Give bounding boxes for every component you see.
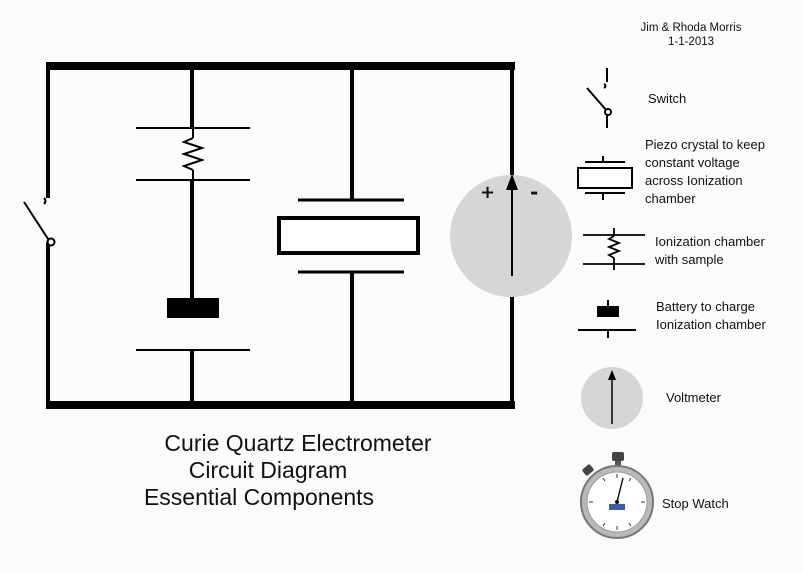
piezo-crystal-icon — [577, 156, 633, 200]
battery-icon — [578, 300, 636, 338]
circuit-piezo-crystal — [277, 66, 420, 405]
switch-icon — [586, 68, 612, 128]
legend-label-piezo-crystal: Piezo crystal to keep constant voltage a… — [645, 137, 765, 206]
meter-minus-sign: - — [530, 180, 539, 204]
author-name: Jim & Rhoda Morris — [640, 22, 742, 34]
ionization-chamber-icon — [583, 228, 645, 270]
legend-label-switch: Switch — [648, 91, 687, 106]
meter-plus-sign: + — [480, 182, 496, 203]
stopwatch-icon — [580, 452, 654, 539]
legend-label-battery: Battery to charge Ionization chamber — [656, 299, 766, 332]
legend-label-ionization-chamber: Ionization chamber with sample — [655, 234, 765, 267]
circuit-voltmeter — [450, 174, 572, 297]
diagram-caption: Curie Quartz Electrometer Circuit Diagra… — [118, 430, 478, 511]
circuit-switch — [23, 197, 56, 247]
author-date: 1-1-2013 — [667, 36, 715, 48]
voltmeter-icon — [581, 367, 643, 429]
caption-line-1: Curie Quartz Electrometer — [164, 430, 432, 456]
author-block: Jim & Rhoda Morris 1-1-2013 — [606, 21, 776, 49]
caption-line-3: Essential Components — [143, 484, 375, 510]
legend-label-stopwatch: Stop Watch — [662, 496, 729, 511]
circuit-ionization-branch — [136, 66, 250, 405]
legend-label-voltmeter: Voltmeter — [666, 390, 721, 405]
caption-line-2: Circuit Diagram — [188, 457, 348, 483]
